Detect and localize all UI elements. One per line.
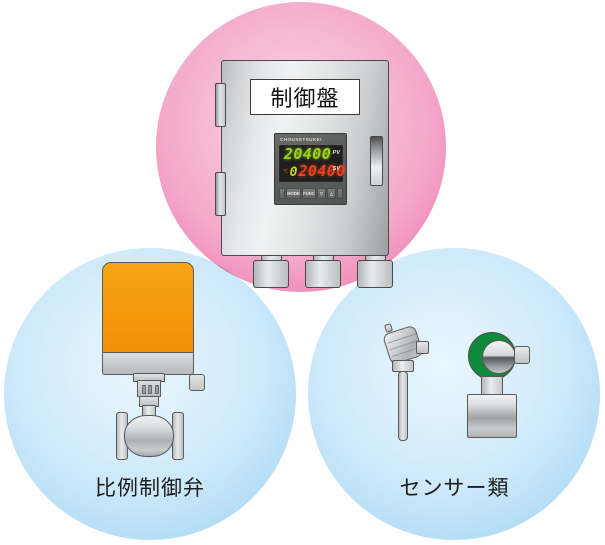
panel-hinge-bottom-icon (215, 172, 226, 216)
pv-tag-label: PV (332, 150, 340, 156)
valve-yoke (137, 380, 161, 397)
cable-gland-3 (357, 250, 393, 288)
valve-yoke-slot (154, 384, 159, 394)
valve-body (124, 415, 174, 457)
valve-conduit-box (189, 374, 205, 391)
valve-actuator-housing (102, 262, 194, 354)
sv-tag-label: SV (332, 166, 340, 172)
flow-sensor-display-window (482, 340, 516, 374)
valve-group-label: 比例制御弁 (95, 476, 205, 500)
temperature-sensor-probe (398, 371, 408, 441)
panel-hinge-top-icon (215, 83, 226, 127)
panel-latch-handle (370, 136, 383, 186)
controller-button-func[interactable]: FUNC (302, 188, 316, 199)
pv-value: 20400 (284, 145, 332, 163)
valve-yoke-slot (141, 384, 146, 394)
controller-button-row: MODE FUNC ▽ △ (279, 187, 343, 200)
sv-value: 20400 (298, 162, 346, 180)
pv-readout: 20400 (284, 147, 331, 162)
controller-display-screen: 20400 PV ℃ 0 20400 SV (279, 145, 346, 182)
cable-gland-box (253, 260, 289, 288)
sv-prefix-digit: 0 (289, 165, 298, 180)
panel-title-plate: 制御盤 (250, 79, 360, 115)
proportional-control-valve-illustration (96, 262, 206, 460)
cable-gland-box (305, 260, 341, 288)
flow-sensor-body (467, 394, 517, 438)
panel-title-label: 制御盤 (270, 87, 340, 112)
cable-gland-box (357, 260, 393, 288)
flow-sensor-illustration (462, 332, 534, 442)
venn-circle-sensor (308, 248, 600, 540)
controller-button-up[interactable]: △ (327, 188, 336, 199)
temperature-sensor-conduit (416, 341, 429, 354)
controller-button-blank-left[interactable] (279, 188, 285, 199)
sv-unit-label: ℃ (283, 169, 289, 175)
sensor-group-label: センサー類 (399, 476, 510, 500)
sv-readout: ℃ 0 20400 (283, 162, 346, 181)
temperature-sensor-illustration (380, 323, 430, 443)
temperature-controller: CHOUSETSUKEI 20400 PV ℃ 0 20400 SV MODE … (274, 133, 347, 205)
control-panel-illustration: 制御盤 CHOUSETSUKEI 20400 PV ℃ 0 20400 SV M… (215, 60, 389, 256)
controller-button-mode[interactable]: MODE (286, 188, 301, 199)
valve-actuator-base (102, 352, 194, 375)
controller-button-down[interactable]: ▽ (317, 188, 326, 199)
valve-yoke-slot (148, 384, 152, 394)
flow-sensor-ring (468, 332, 516, 380)
controller-button-blank-right[interactable] (337, 188, 343, 199)
flow-sensor-conduit (514, 346, 530, 364)
controller-brand-label: CHOUSETSUKEI (280, 137, 322, 142)
